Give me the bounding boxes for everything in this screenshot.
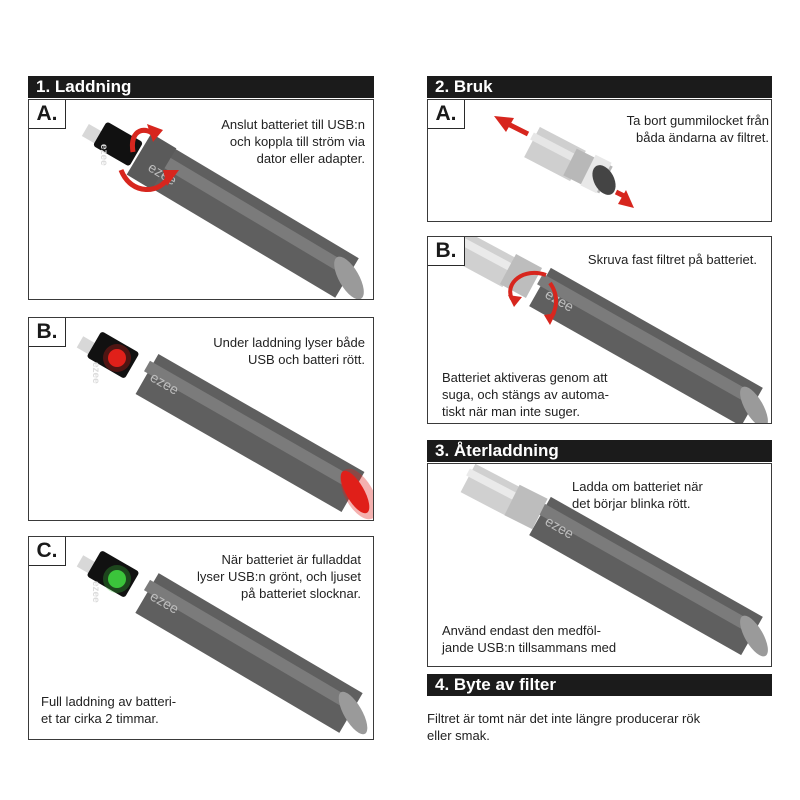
panel-letter: A. — [29, 100, 66, 129]
panel-2b: B. Skruva fast filtret på batteriet. Bat… — [427, 236, 772, 424]
svg-text:ezee: ezee — [90, 362, 101, 384]
section-header-byte-av-filter: 4. Byte av filter — [427, 674, 772, 696]
battery-filter-illustration: ezee — [450, 237, 768, 423]
filter-illustration — [494, 116, 634, 208]
panel-note: Använd endast den medföl-jande USB:n til… — [442, 623, 617, 655]
svg-text:ezee: ezee — [90, 581, 101, 603]
filter-instruction: Filtret är tomt när det inte längre prod… — [427, 711, 701, 743]
panel-letter: B. — [428, 237, 465, 266]
panel-letter: C. — [29, 537, 66, 566]
battery-illustration: ezee ezee — [76, 332, 373, 520]
battery-illustration: ezee ezee — [76, 551, 368, 735]
panel-note: Full laddning av batteri-et tar cirka 2 … — [41, 694, 177, 726]
battery-filter-illustration: ezee — [460, 464, 768, 657]
section-header-aterladdning: 3. Återladdning — [427, 440, 772, 462]
panel-letter: A. — [428, 100, 465, 129]
section-header-laddning: 1. Laddning — [28, 76, 374, 98]
panel-letter: B. — [29, 318, 66, 347]
svg-text:ezee: ezee — [98, 144, 109, 166]
panel-text: Skruva fast filtret på batteriet. — [587, 252, 757, 267]
section-header-bruk: 2. Bruk — [427, 76, 772, 98]
battery-illustration: ezee ezee — [81, 122, 364, 299]
